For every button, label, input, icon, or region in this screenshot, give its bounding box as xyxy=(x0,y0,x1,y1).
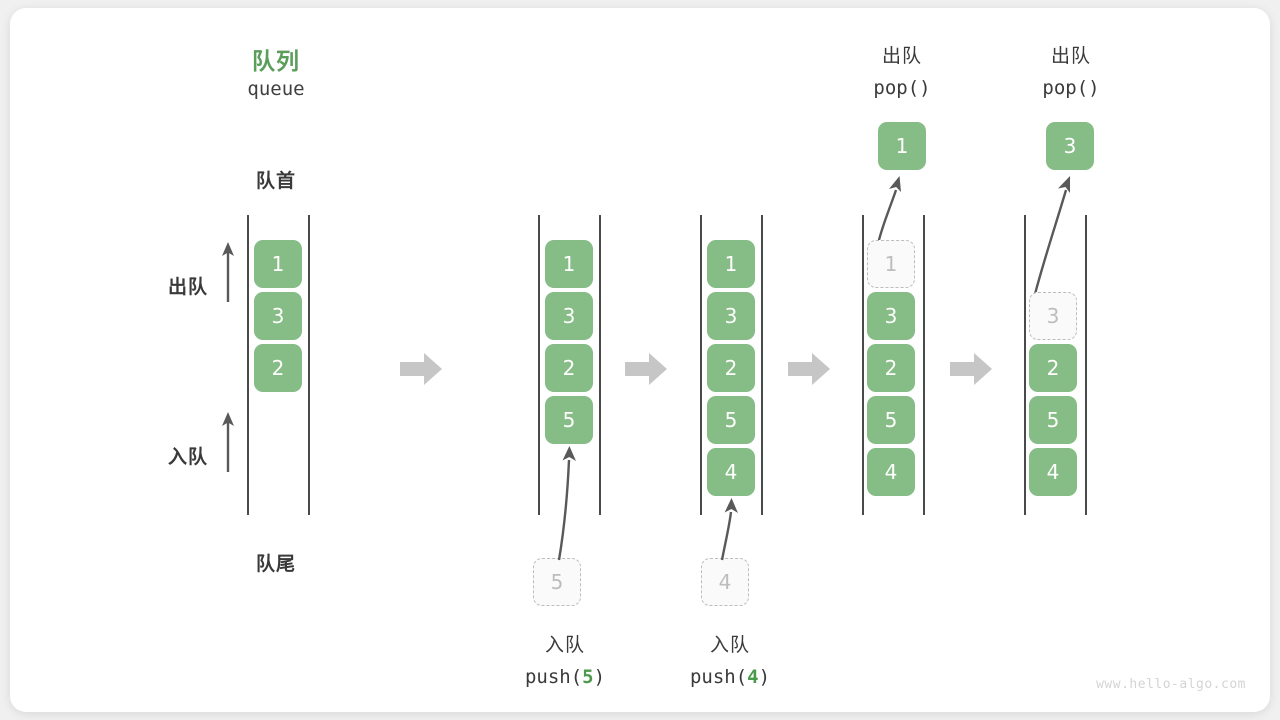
pending-element: 5 xyxy=(533,558,581,606)
queue-cell: 1 xyxy=(545,240,593,288)
queue-cell: 1 xyxy=(254,240,302,288)
queue-rail-left xyxy=(700,215,702,515)
queue-cell: 5 xyxy=(545,396,593,444)
queue-cell: 4 xyxy=(867,448,915,496)
pop-header-cn: 出队 xyxy=(881,45,922,67)
queue-rail-right xyxy=(761,215,763,515)
push-caption-code-pre: push( xyxy=(689,666,748,688)
queue-cell: 5 xyxy=(867,396,915,444)
queue-cell-removed: 1 xyxy=(867,240,915,288)
queue-cell: 2 xyxy=(867,344,915,392)
push-caption-code: push(4) xyxy=(660,666,800,688)
push-caption-code-post: ) xyxy=(593,666,606,688)
push-caption-cn: 入队 xyxy=(544,634,585,656)
popped-element: 1 xyxy=(878,122,926,170)
popped-element: 3 xyxy=(1046,122,1094,170)
queue-rail-left xyxy=(538,215,540,515)
watermark: www.hello-algo.com xyxy=(1096,677,1246,692)
step-arrow-icon xyxy=(625,352,667,386)
dequeue-direction-arrow-icon xyxy=(218,240,238,304)
queue-cell: 4 xyxy=(1029,448,1077,496)
queue-rail-left xyxy=(247,215,249,515)
push-caption-code-value: 5 xyxy=(582,666,594,688)
pop-header-code: pop() xyxy=(873,77,931,99)
queue-cell: 2 xyxy=(545,344,593,392)
queue-rail-left xyxy=(1024,215,1026,515)
queue-rail-right xyxy=(308,215,310,515)
step-arrow-icon xyxy=(950,352,992,386)
queue-cell: 5 xyxy=(1029,396,1077,444)
queue-rail-right xyxy=(599,215,601,515)
queue-cell: 4 xyxy=(707,448,755,496)
queue-cell: 3 xyxy=(254,292,302,340)
enqueue-direction-label: 入队 xyxy=(167,446,208,468)
push-caption-code-value: 4 xyxy=(747,666,759,688)
queue-rail-left xyxy=(862,215,864,515)
queue-cell: 2 xyxy=(707,344,755,392)
pop-arrow-icon xyxy=(1026,174,1082,300)
queue-rail-right xyxy=(1085,215,1087,515)
push-arrow-icon xyxy=(545,444,593,562)
queue-cell: 1 xyxy=(707,240,755,288)
queue-cell: 2 xyxy=(254,344,302,392)
push-caption-code-pre: push( xyxy=(524,666,583,688)
queue-rail-right xyxy=(923,215,925,515)
pending-element: 4 xyxy=(701,558,749,606)
queue-cell: 2 xyxy=(1029,344,1077,392)
step-arrow-icon xyxy=(788,352,830,386)
queue-cell: 3 xyxy=(545,292,593,340)
queue-head-label: 队首 xyxy=(255,170,296,192)
push-arrow-icon xyxy=(710,496,754,562)
queue-cell: 5 xyxy=(707,396,755,444)
pop-arrow-icon xyxy=(868,174,912,246)
push-caption-cn: 入队 xyxy=(709,634,750,656)
queue-title-cn: 队列 xyxy=(252,49,300,75)
queue-tail-label: 队尾 xyxy=(255,553,296,575)
enqueue-direction-arrow-icon xyxy=(218,410,238,474)
queue-cell: 3 xyxy=(707,292,755,340)
diagram-card: 队列 queue 队首 队尾 出队 入队 1 3 2 xyxy=(10,8,1270,712)
queue-cell: 3 xyxy=(867,292,915,340)
queue-title-en: queue xyxy=(247,78,305,100)
pop-header-cn: 出队 xyxy=(1050,45,1091,67)
dequeue-direction-label: 出队 xyxy=(167,276,208,298)
step-arrow-icon xyxy=(400,352,442,386)
queue-cell-removed: 3 xyxy=(1029,292,1077,340)
pop-header-code: pop() xyxy=(1042,77,1100,99)
push-caption-code-post: ) xyxy=(758,666,771,688)
push-caption-code: push(5) xyxy=(495,666,635,688)
